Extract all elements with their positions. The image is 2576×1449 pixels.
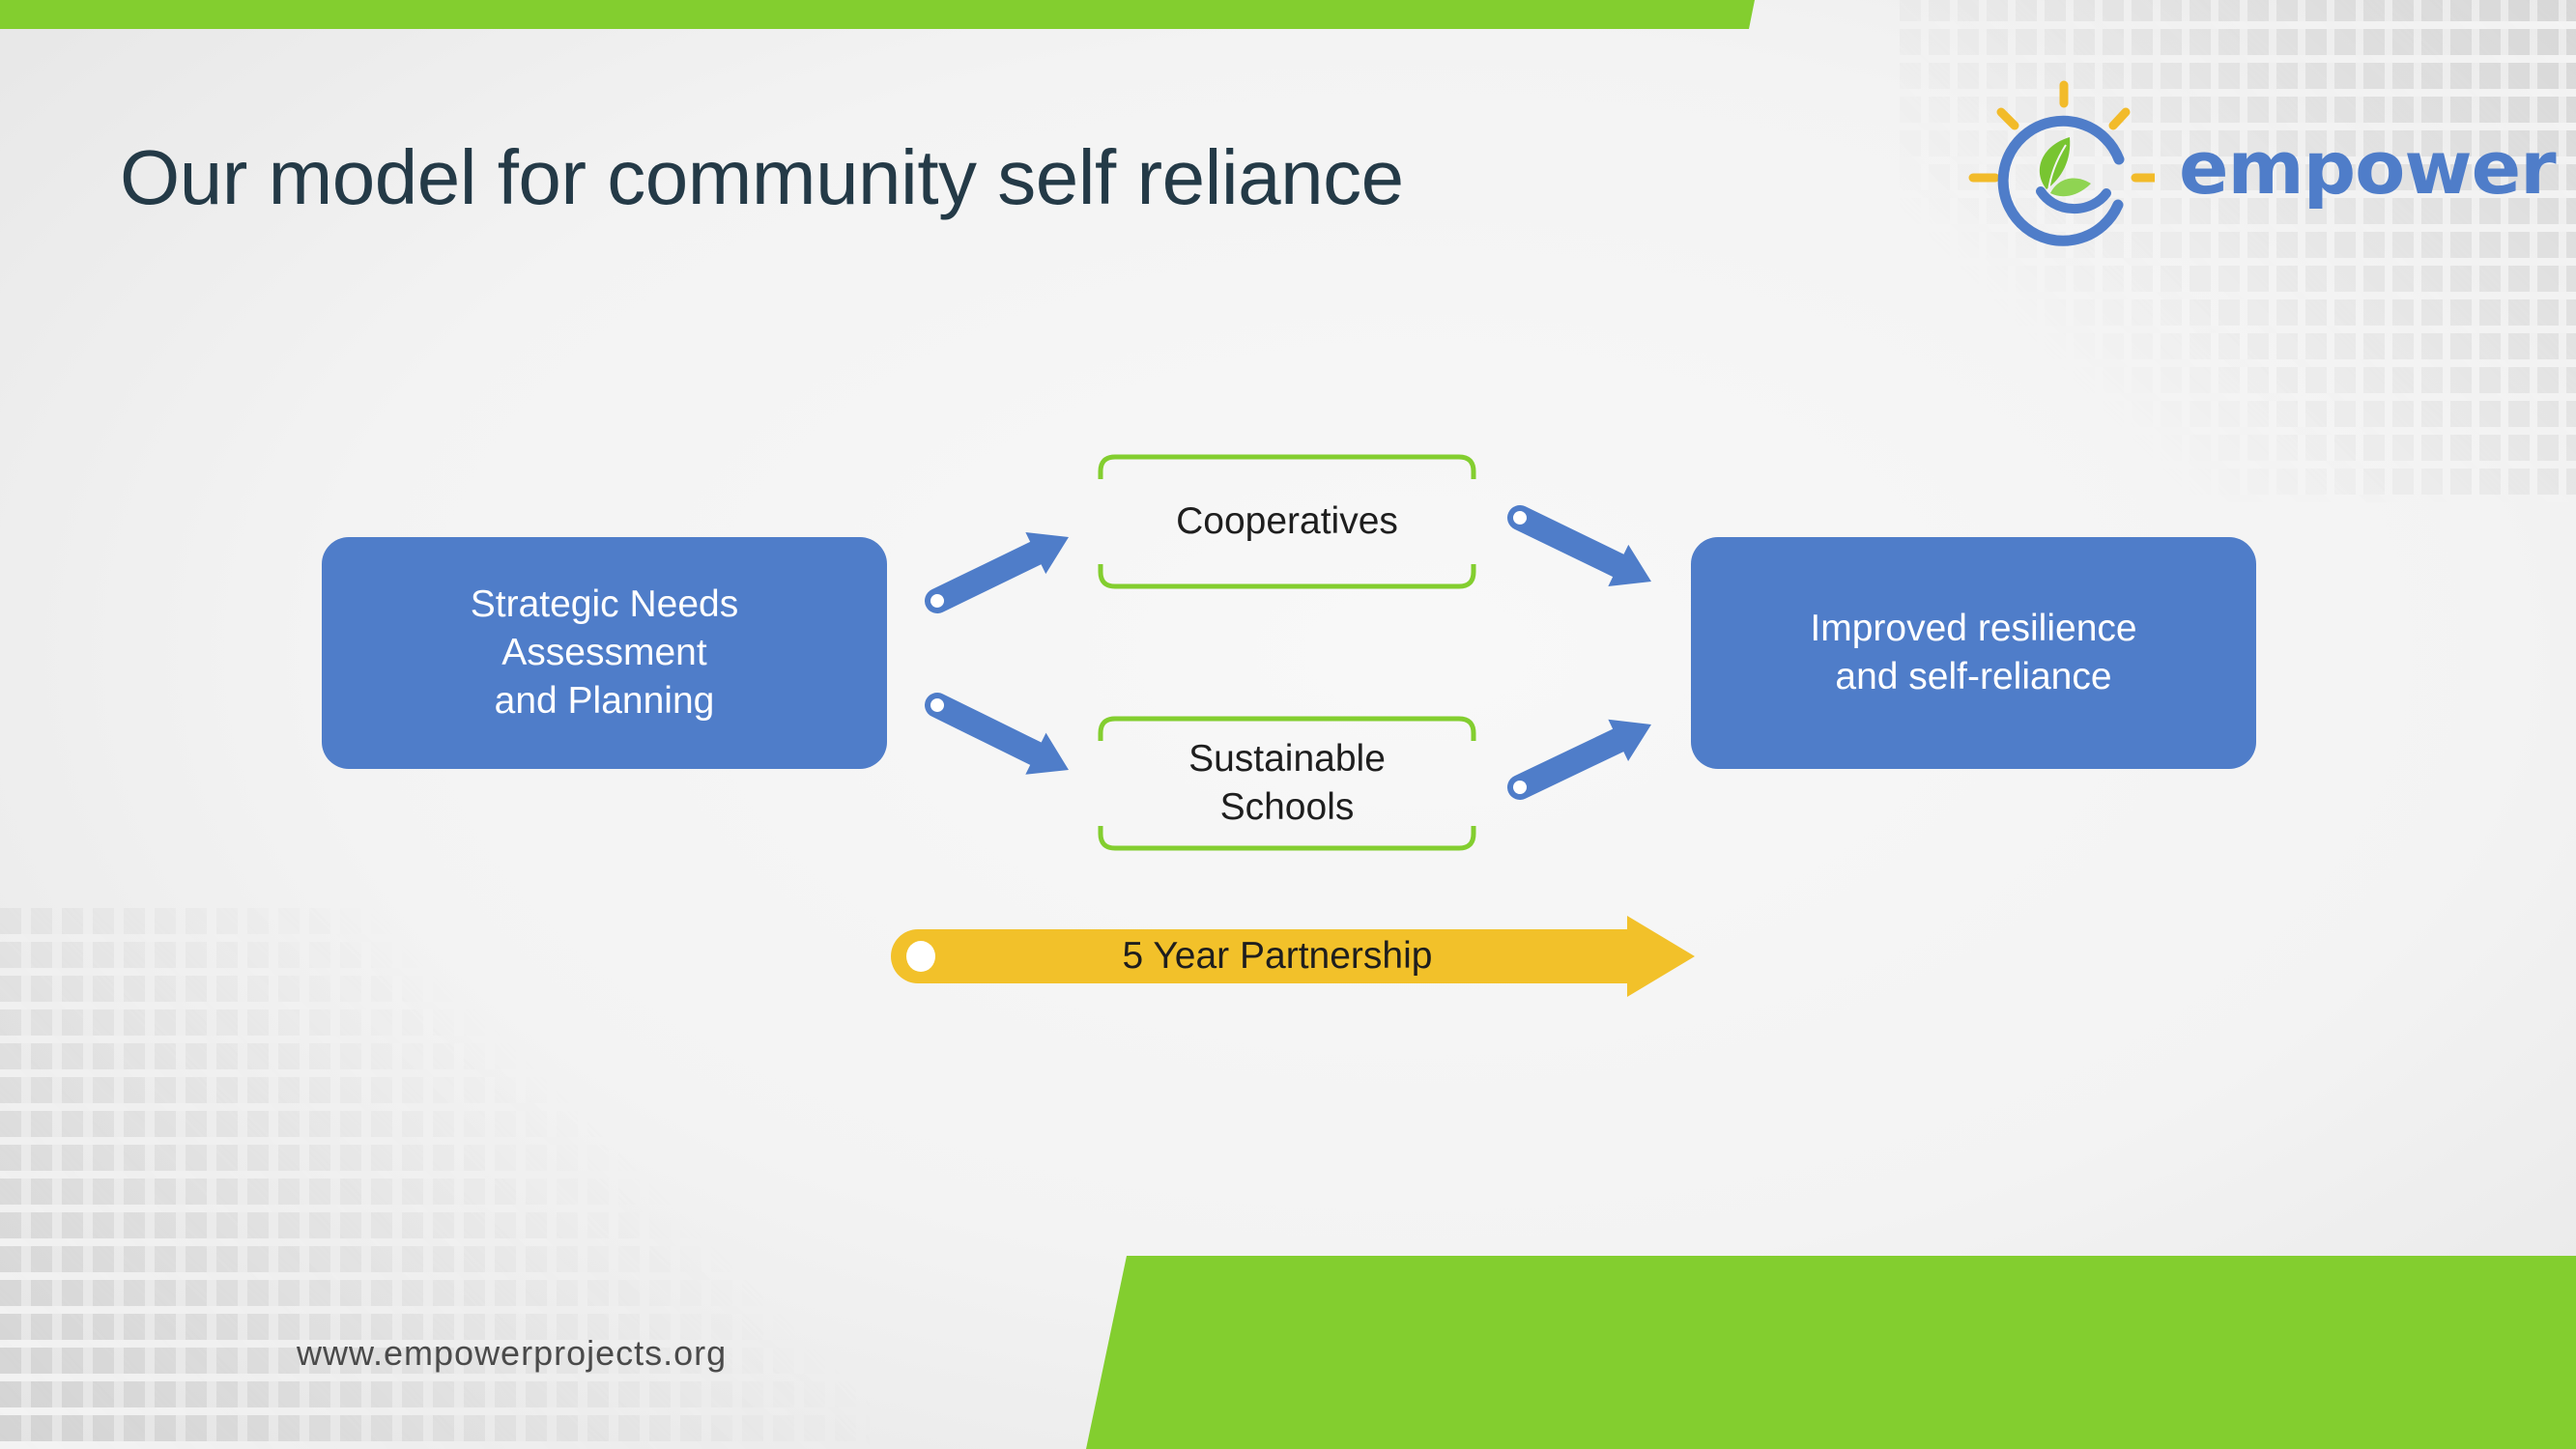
- arrow-down-right-icon: [1507, 505, 1652, 587]
- program-box-cooperatives: Cooperatives: [1098, 454, 1476, 589]
- start-box-line: Assessment: [501, 632, 707, 673]
- start-box-line: Strategic Needs: [470, 583, 739, 625]
- arrow-up-right-icon: [925, 531, 1070, 613]
- program-label: Cooperatives: [1176, 500, 1398, 542]
- timeline-start-dot: [906, 941, 935, 972]
- sun-leaf-logo-icon: [1968, 80, 2155, 246]
- arrow-up-right-icon: [1507, 719, 1652, 800]
- start-box-line: and Planning: [494, 680, 715, 722]
- slide-title: Our model for community self reliance: [120, 134, 1404, 220]
- connector-start-dot: [1513, 781, 1527, 794]
- bracket-frame: [1098, 454, 1476, 589]
- bracket-frame: [1098, 716, 1476, 851]
- connector-start-dot: [930, 594, 944, 608]
- timeline-label: 5 Year Partnership: [1122, 935, 1433, 977]
- connector-arrow-body: [1507, 719, 1652, 800]
- start-box-needs-assessment: Strategic Needs Assessment and Planning: [322, 537, 887, 769]
- connector-arrow-body: [925, 693, 1069, 775]
- footer-website-link[interactable]: www.empowerprojects.org: [297, 1333, 728, 1373]
- program-label: Sustainable: [1188, 738, 1386, 780]
- program-label: Schools: [1219, 786, 1355, 828]
- arrow-down-right-icon: [925, 693, 1069, 775]
- connector-start-dot: [1513, 511, 1527, 525]
- bottom-accent-band-shape: [1086, 1256, 2576, 1449]
- empower-logo: empower: [1961, 77, 2557, 251]
- top-accent-band: [0, 0, 1755, 29]
- top-accent-band-shape: [0, 0, 1755, 29]
- timeline-arrow: 5 Year Partnership: [891, 916, 1703, 997]
- logo-wordmark: empower: [2179, 125, 2557, 211]
- program-box-sustainable-schools: Sustainable Schools: [1098, 716, 1476, 851]
- outcome-box-line: Improved resilience: [1810, 608, 2137, 649]
- outcome-box-resilience: Improved resilience and self-reliance: [1691, 537, 2256, 769]
- connector-arrow-body: [925, 531, 1070, 613]
- timeline-arrow-shape: [891, 916, 1695, 997]
- connector-start-dot: [930, 698, 944, 712]
- connector-arrow-body: [1507, 505, 1652, 587]
- background-grid-pattern-top-right: [1900, 0, 2576, 502]
- outcome-box-line: and self-reliance: [1835, 656, 2112, 697]
